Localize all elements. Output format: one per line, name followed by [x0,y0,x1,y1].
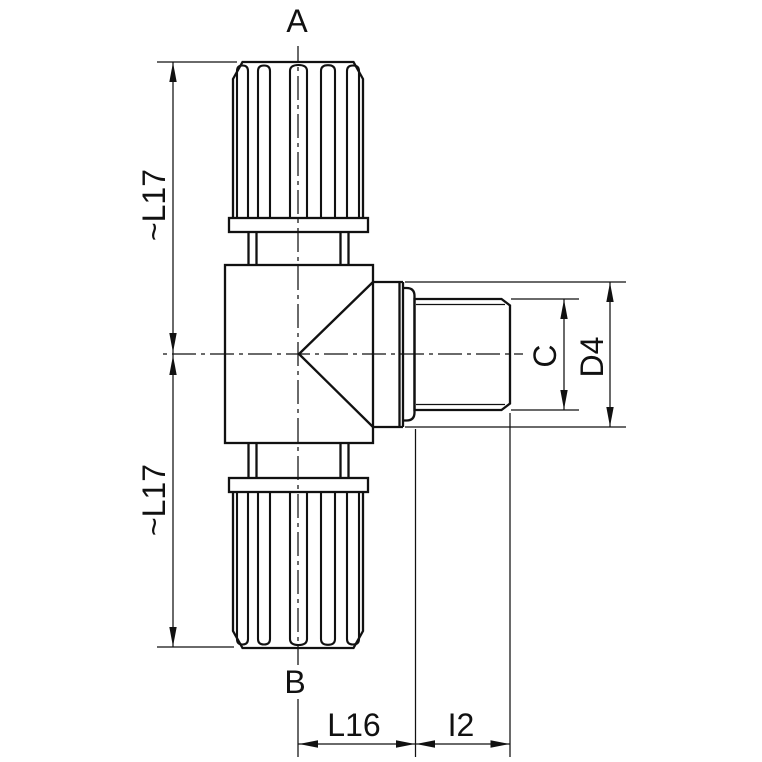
port-labels: A B [284,3,308,700]
arrow-down-bottom [169,627,177,647]
label-port-bottom: B [284,664,305,700]
body-chamfer-lines [298,281,374,428]
thread-root-lines [416,303,505,406]
neck-outline [373,280,405,429]
bottom-tube-walls [247,443,350,478]
arrow-left-center [299,740,318,748]
arrow-down-mid [169,333,177,353]
dim-label-thread-diameter: C [527,344,563,367]
bottom-nut-outline [231,492,365,650]
bottom-knurled-nut [227,476,370,650]
top-nut-outline [231,60,365,218]
dim-label-body-length: L16 [327,707,380,743]
thread-outline [413,297,512,412]
bottom-nut-knurl-pattern [235,492,361,647]
arrow-right-face [396,740,415,748]
centerlines [160,46,523,757]
dim-label-outer-diameter: D4 [574,337,610,378]
c-arrow-up [560,299,568,319]
top-knurled-nut [227,60,370,234]
c-dimension: C [511,298,579,411]
d4-dimension: D4 [405,281,626,428]
d4-arrow-down [606,407,614,427]
arrow-right-end [490,740,510,748]
arrow-up-top [169,62,177,82]
top-tube [247,232,350,265]
arrow-up-mid [169,355,177,375]
bottom-tube [247,443,350,478]
tee-body [223,263,375,445]
bottom-dimensions: L16 I2 [298,413,511,757]
label-port-top: A [286,3,308,39]
dim-label-thread-length: I2 [448,707,475,743]
c-arrow-down [560,390,568,410]
male-thread [413,297,512,412]
d4-arrow-up [606,282,614,302]
dim-label-bottom-length: ~L17 [136,464,172,536]
body-outline [223,263,375,445]
top-nut-collar [227,216,370,234]
top-tube-walls [247,232,350,265]
top-nut-knurl-pattern [235,63,361,218]
bottom-nut-collar [227,476,370,494]
dim-label-top-length: ~L17 [136,169,172,241]
arrow-left-face [416,740,435,748]
left-dimension: ~L17 ~L17 [136,61,237,648]
